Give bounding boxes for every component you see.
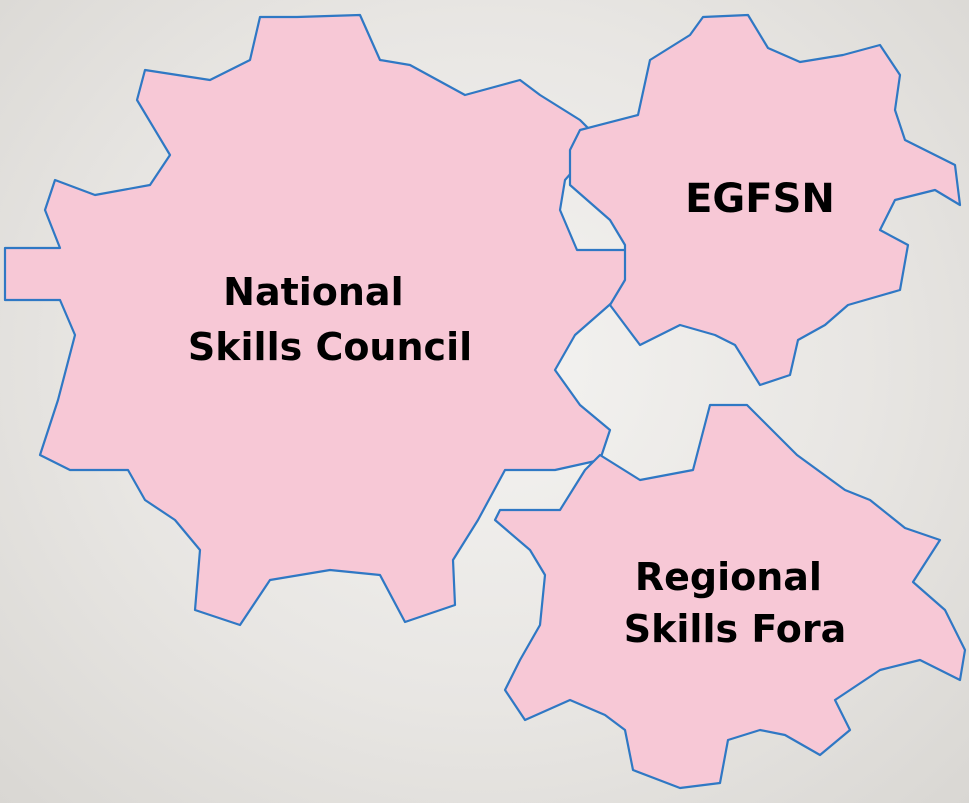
gear-regional-skills-fora [493,403,967,790]
gear-regional-skills-fora-label: Regional Skills Fora [624,555,846,651]
gear-national-skills-council [3,13,632,627]
national-skills-council-label-line-2: Skills Council [188,325,472,369]
national-skills-council-label-line-1: National [223,270,403,314]
egfsn-label-line-1: EGFSN [685,176,835,222]
gear-egfsn-shape [568,13,962,387]
regional-skills-fora-label-line-1: Regional [635,555,822,599]
gear-regional-skills-fora-shape [493,403,967,790]
gear-national-skills-council-shape [3,13,632,627]
gear-egfsn [568,13,962,387]
gear-egfsn-label: EGFSN [685,176,835,222]
regional-skills-fora-label-line-2: Skills Fora [624,607,846,651]
gear-national-skills-council-label: National Skills Council [188,270,472,369]
